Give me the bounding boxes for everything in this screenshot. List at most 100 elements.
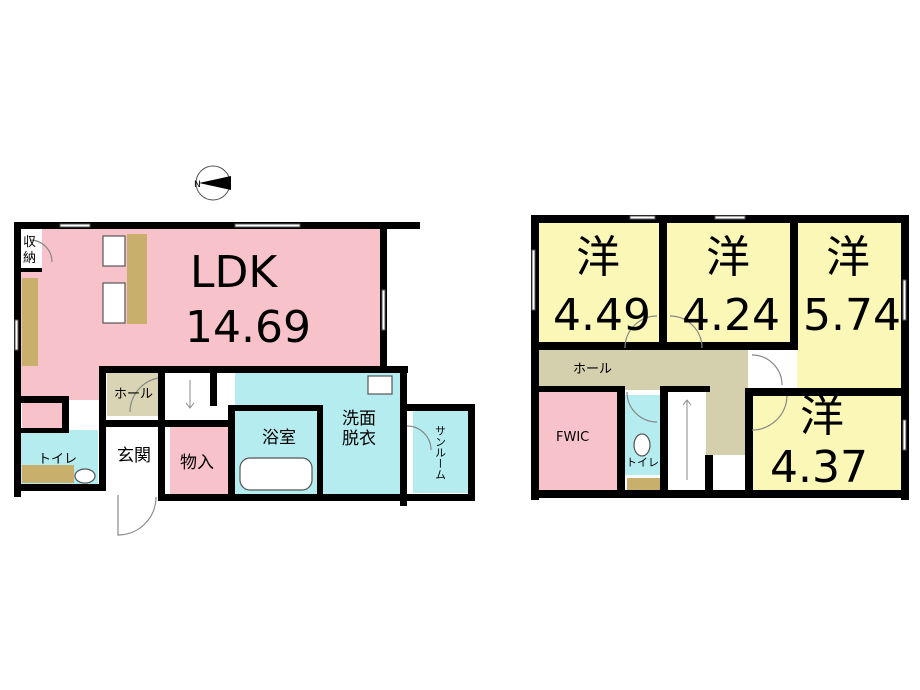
fwic-fill	[538, 390, 618, 490]
ldk-fill-lower	[20, 368, 100, 400]
f2-wall-hall-divider	[660, 386, 710, 392]
f2-window-top-1	[629, 215, 656, 220]
f1-wall-sun-right	[468, 404, 475, 501]
f2-door-toilet	[626, 391, 658, 423]
hall2-label: ホール	[573, 362, 612, 377]
toilet-wood	[22, 465, 74, 483]
f2-window-right-1	[902, 279, 907, 321]
washroom-label-1: 洗面	[342, 409, 376, 429]
toilet2-bowl	[633, 433, 651, 457]
f2-window-right-2	[902, 419, 907, 451]
floor-2: 洋 4.49 洋 4.24 洋 5.74 洋 4.37 ホール FWIC トイレ	[531, 215, 909, 500]
f1-wall-top	[14, 222, 420, 229]
closet-label: 物入	[180, 453, 214, 473]
f1-wall-entrance-left	[99, 366, 106, 491]
f1-wall-sun-top	[407, 404, 475, 411]
kitchen-stove	[102, 235, 126, 267]
closet-small-fill	[22, 403, 62, 428]
f2-wall-fwic-right	[617, 386, 625, 498]
f2-wall-r1-r2	[659, 215, 667, 348]
wash-basin	[367, 375, 393, 395]
f1-wall-bath-top	[228, 405, 320, 411]
bathtub	[239, 457, 313, 491]
f1-wall-closet-right	[228, 405, 235, 500]
sunroom-label: サンルーム	[434, 425, 447, 480]
ldk-name: LDK	[190, 247, 278, 298]
f1-wall-bottom-right	[160, 494, 470, 501]
f1-door-hall	[129, 377, 159, 413]
fwic-label: FWIC	[556, 430, 589, 445]
f1-wall-ldk-bottom	[99, 366, 408, 373]
toilet2-wood	[627, 478, 660, 491]
storage-label-2: 納	[23, 251, 36, 266]
sunroom-fill	[413, 410, 468, 493]
f2-door-room2	[669, 315, 703, 349]
room1-size: 4.49	[553, 290, 651, 341]
entrance-fill	[107, 427, 159, 485]
f1-wall-entrance-mid	[99, 420, 229, 427]
f1-door-entrance	[117, 495, 157, 536]
room1-fill	[538, 222, 660, 342]
f1-wall-stair	[210, 366, 217, 406]
f1-door-ldk	[29, 239, 53, 263]
f2-wall-r4-left	[745, 388, 753, 498]
f1-wall-left	[14, 222, 21, 497]
toilet2-label: トイレ	[626, 456, 659, 469]
hall-label: ホール	[114, 387, 153, 402]
f2-wall-left	[531, 215, 539, 500]
f2-wall-r2-r3	[790, 215, 798, 348]
f2-window-left	[531, 249, 536, 311]
storage-fill	[20, 228, 42, 268]
f1-window-left	[14, 319, 19, 351]
room1-name: 洋	[576, 232, 620, 283]
kitchen-sink	[102, 282, 126, 324]
hall-fill	[107, 372, 159, 416]
f2-wall-fwic-top	[531, 386, 621, 392]
stair-fill	[175, 372, 215, 414]
f2-door-room4	[751, 395, 788, 431]
entrance-label: 玄関	[117, 446, 151, 466]
storage-label-1: 収	[23, 235, 36, 250]
f2-wall-rooms-bottom	[531, 342, 798, 350]
room3-size: 5.74	[803, 290, 901, 341]
f2-wall-toilet-right	[660, 386, 668, 498]
toilet-bowl	[74, 468, 96, 484]
f1-wall-right-mid	[400, 366, 407, 506]
bath-label: 浴室	[262, 428, 296, 448]
room4-fill	[752, 395, 902, 490]
f1-window-right	[381, 289, 386, 331]
f2-door-room3	[751, 354, 783, 386]
f1-wall-left-closet-r	[62, 396, 69, 431]
f2-wall-stair-right	[705, 455, 713, 495]
room2-size: 4.24	[682, 290, 780, 341]
room4-size: 4.37	[770, 442, 868, 493]
hall2-fill-v	[705, 350, 748, 455]
f1-wall-left-closet	[14, 396, 69, 403]
f2-wall-right	[901, 215, 909, 500]
cupboard	[22, 278, 38, 366]
room3-name: 洋	[826, 232, 870, 283]
ldk-size: 14.69	[185, 302, 311, 353]
f2-door-room1	[624, 315, 658, 349]
room3-fill	[797, 222, 902, 390]
f1-wall-toilet-top	[14, 428, 69, 433]
closet-fill	[170, 427, 230, 495]
compass: N	[194, 165, 231, 201]
stair2-arrow-head	[682, 399, 692, 406]
room4-name: 洋	[800, 391, 844, 442]
f1-wall-bath-right	[317, 405, 323, 500]
compass-needle	[199, 176, 231, 190]
washroom-label-2: 脱衣	[342, 429, 376, 449]
f1-wall-bottom-left	[14, 484, 104, 491]
floor-1: LDK 14.69 収 納 ホール トイレ 玄関 物入 浴室 洗面 脱衣 サンル…	[14, 222, 475, 536]
kitchen-counter	[127, 234, 147, 324]
f1-door-sun	[406, 425, 432, 451]
f1-wall-storage	[20, 268, 42, 272]
f2-wall-bottom	[531, 490, 909, 498]
f1-window-top-1	[59, 223, 91, 228]
f1-window-top-2	[234, 223, 301, 228]
toilet-label: トイレ	[38, 452, 77, 467]
f2-window-top-2	[714, 215, 746, 220]
compass-north-label: N	[194, 180, 201, 190]
f1-wall-entrance-right	[158, 366, 165, 501]
